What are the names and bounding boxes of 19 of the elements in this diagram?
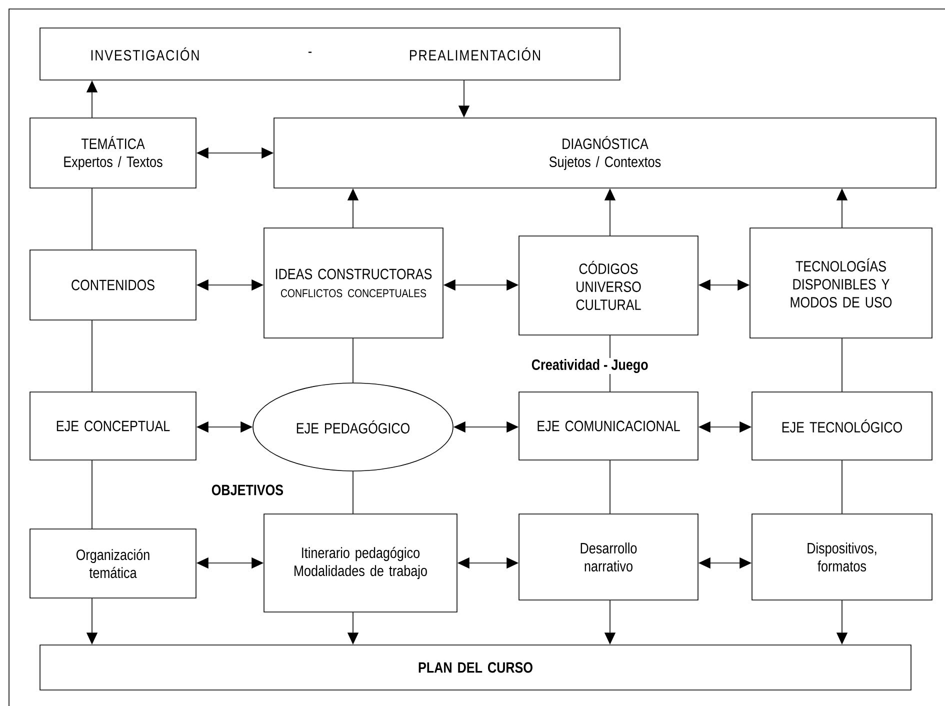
- process-box: Dispositivos, formatos: [752, 514, 932, 600]
- note-text: OBJETIVOS: [210, 484, 285, 496]
- connector-line: [352, 471, 354, 514]
- process-box: EJE CONCEPTUAL: [30, 392, 196, 460]
- process-box: CÓDIGOS UNIVERSO CULTURAL: [518, 236, 698, 336]
- connector-line: [352, 338, 354, 383]
- process-box: EJE COMUNICACIONAL: [518, 392, 698, 460]
- note-text: Creatividad - Juego: [530, 358, 650, 374]
- process-box: PLAN DEL CURSO: [40, 644, 912, 690]
- process-box: IDEAS CONSTRUCTORAS CONFLICTOS CONCEPTUALES: [264, 228, 444, 338]
- process-box: DIAGNÓSTICA Sujetos / Contextos: [274, 118, 936, 188]
- process-box: TEMÁTICA Expertos / Textos: [30, 118, 196, 188]
- process-box: INVESTIGACIÓN - PREALIMENTACIÓN: [40, 28, 620, 80]
- process-box: EJE TECNOLÓGICO: [752, 392, 932, 460]
- process-box: CONTENIDOS: [30, 250, 196, 320]
- process-box: Organización temática: [30, 528, 196, 598]
- process-box: TECNOLOGÍAS DISPONIBLES Y MODOS DE USO: [750, 228, 932, 338]
- process-box: Desarrollo narrativo: [518, 514, 698, 600]
- process-box: Itinerario pedagógico Modalidades de trabajo: [264, 514, 458, 612]
